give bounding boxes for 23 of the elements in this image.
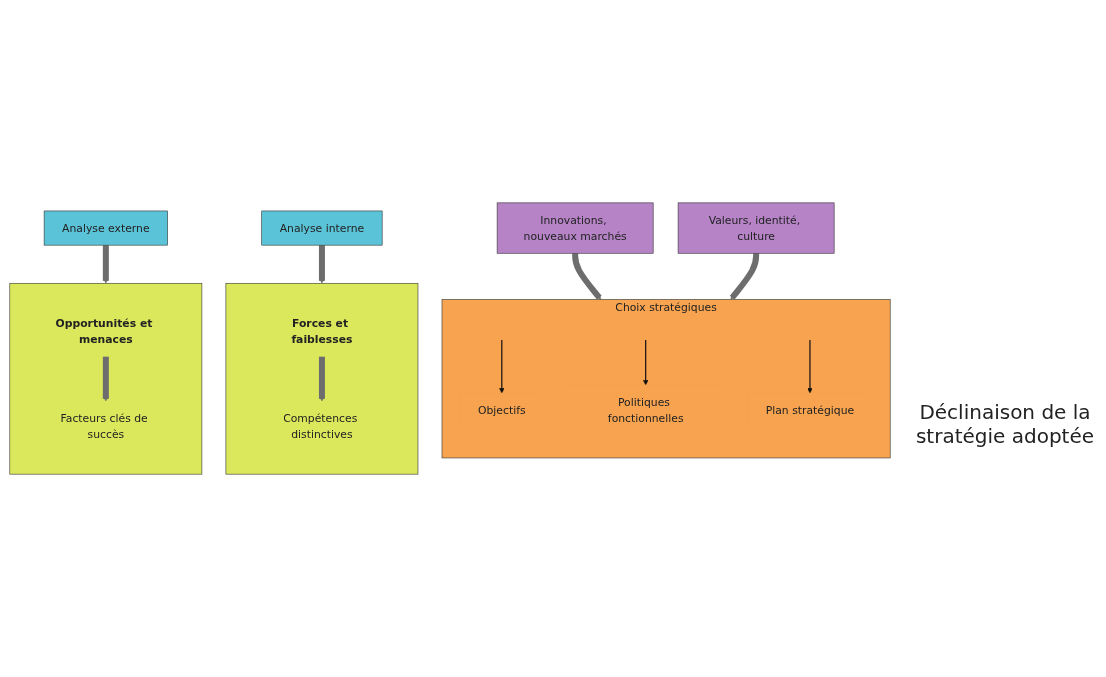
- node-box: Innovations, nouveaux marchés: [496, 202, 654, 254]
- arrow: [102, 356, 109, 402]
- cluster: [225, 282, 419, 475]
- node-text: Politiques fonctionnelles: [607, 395, 684, 425]
- node-box: Analyse externe: [43, 210, 168, 246]
- node-text: Forces et faiblesses: [291, 316, 353, 346]
- annotation-text: Déclinaison de la stratégie adoptée: [914, 400, 1096, 448]
- arrow: [499, 339, 505, 394]
- node-box: Valeurs, identité, culture: [677, 202, 835, 254]
- node-text: Opportunités et menaces: [55, 316, 153, 346]
- node-text: Facteurs clés de succès: [60, 412, 148, 441]
- node-text: Objectifs: [478, 403, 526, 417]
- arrow: [729, 252, 760, 300]
- arrow: [807, 339, 813, 394]
- arrow: [102, 245, 109, 284]
- node-box: Analyse interne: [261, 210, 383, 246]
- cluster: [9, 282, 203, 475]
- arrow: [318, 245, 325, 284]
- arrow: [643, 339, 649, 386]
- node-text: Plan stratégique: [765, 403, 855, 417]
- arrow: [318, 356, 325, 402]
- node-text: Compétences distinctives: [283, 412, 358, 441]
- arrow: [572, 252, 602, 300]
